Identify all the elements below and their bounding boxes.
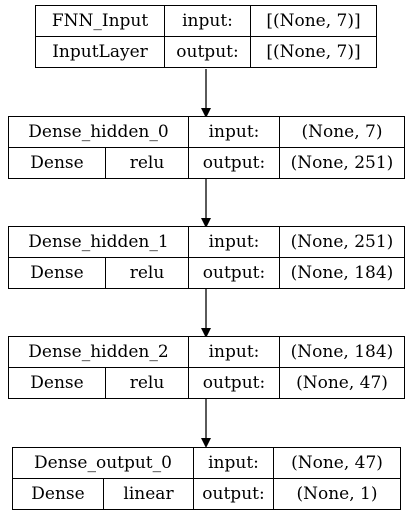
layer-node-dense-hidden-1: Dense_hidden_1 input: (None, 251) Dense … xyxy=(8,226,405,289)
activation: linear xyxy=(103,479,193,509)
output-label: output: xyxy=(164,37,250,67)
layer-class: InputLayer xyxy=(52,42,148,62)
input-shape: (None, 184) xyxy=(279,337,404,367)
output-label: output: xyxy=(188,368,279,398)
output-shape: (None, 184) xyxy=(279,258,404,288)
input-shape: (None, 47) xyxy=(273,448,400,478)
layer-node-dense-hidden-0: Dense_hidden_0 input: (None, 7) Dense re… xyxy=(8,116,405,179)
layer-name: Dense_hidden_2 xyxy=(28,342,169,362)
output-shape: (None, 47) xyxy=(279,368,404,398)
layer-class: Dense xyxy=(30,373,84,393)
layer-class: Dense xyxy=(30,263,84,283)
layer-node-dense-output-0: Dense_output_0 input: (None, 47) Dense l… xyxy=(12,447,401,510)
output-label: output: xyxy=(188,258,279,288)
output-shape: [(None, 7)] xyxy=(250,37,376,67)
activation: relu xyxy=(105,258,188,288)
output-label: output: xyxy=(188,148,279,178)
input-label: input: xyxy=(188,117,279,147)
input-shape: (None, 251) xyxy=(279,227,404,257)
output-label: output: xyxy=(193,479,273,509)
layer-class: Dense xyxy=(30,153,84,173)
layer-name: Dense_hidden_0 xyxy=(28,122,169,142)
layer-node-dense-hidden-2: Dense_hidden_2 input: (None, 184) Dense … xyxy=(8,336,405,399)
layer-class: Dense xyxy=(31,484,85,504)
output-shape: (None, 1) xyxy=(273,479,400,509)
layer-node-fnn-input: FNN_Input input: [(None, 7)] InputLayer … xyxy=(35,5,377,68)
layer-name: Dense_output_0 xyxy=(34,453,172,473)
input-label: input: xyxy=(188,337,279,367)
input-shape: [(None, 7)] xyxy=(250,6,376,36)
activation: relu xyxy=(105,148,188,178)
input-label: input: xyxy=(193,448,273,478)
activation: relu xyxy=(105,368,188,398)
input-label: input: xyxy=(164,6,250,36)
input-label: input: xyxy=(188,227,279,257)
input-shape: (None, 7) xyxy=(279,117,404,147)
layer-name: FNN_Input xyxy=(51,11,149,31)
layer-name: Dense_hidden_1 xyxy=(28,232,169,252)
output-shape: (None, 251) xyxy=(279,148,404,178)
